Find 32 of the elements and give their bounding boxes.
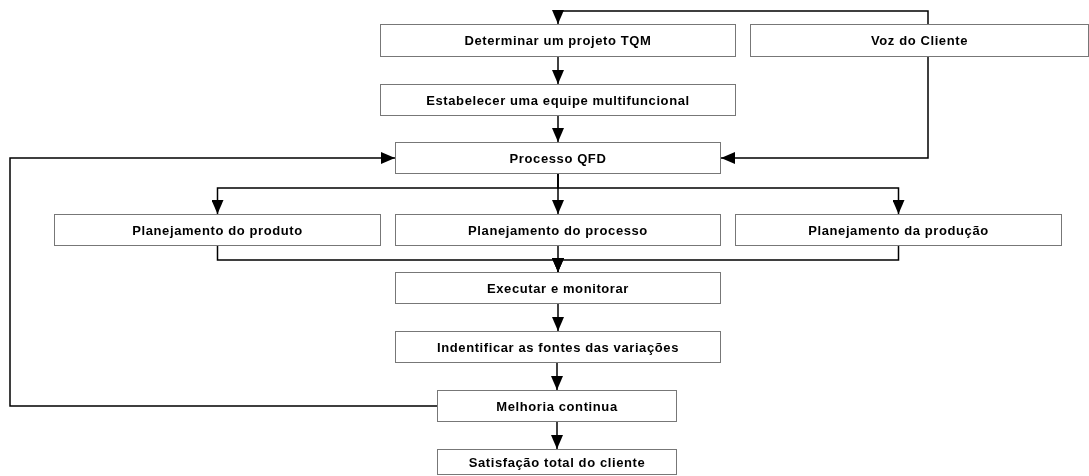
arrow xyxy=(552,56,564,85)
process-box xyxy=(735,214,1062,246)
process-box xyxy=(395,142,721,174)
arrow xyxy=(552,115,564,143)
box-label: Satisfação total do cliente xyxy=(468,454,646,470)
process-box xyxy=(437,449,677,475)
box-label: Executar e monitorar xyxy=(486,280,629,296)
box-label: Determinar um projeto TQM xyxy=(464,33,652,48)
arrow xyxy=(552,10,929,25)
box-label: Indentificar as fontes das variações xyxy=(437,339,679,355)
arrow xyxy=(9,152,438,407)
process-box xyxy=(395,331,721,363)
box-label: Planejamento do processo xyxy=(468,222,648,238)
process-box xyxy=(750,24,1089,57)
process-box xyxy=(380,24,736,57)
box-label: Planejamento da produção xyxy=(808,222,989,238)
process-box xyxy=(395,214,721,246)
box-label: Melhoria continua xyxy=(496,398,618,414)
arrow xyxy=(551,362,563,391)
box-label: Voz do Cliente xyxy=(871,33,968,48)
arrow xyxy=(552,303,564,332)
arrow xyxy=(551,421,563,450)
process-box xyxy=(380,84,736,116)
process-box xyxy=(437,390,677,422)
box-label: Planejamento do produto xyxy=(132,222,303,238)
arrow xyxy=(557,173,905,215)
box-label: Estabelecer uma equipe multifuncional xyxy=(426,92,690,108)
box-label: Processo QFD xyxy=(509,150,607,166)
process-box xyxy=(54,214,381,246)
arrow xyxy=(552,245,900,273)
arrow xyxy=(720,56,929,164)
process-box xyxy=(395,272,721,304)
